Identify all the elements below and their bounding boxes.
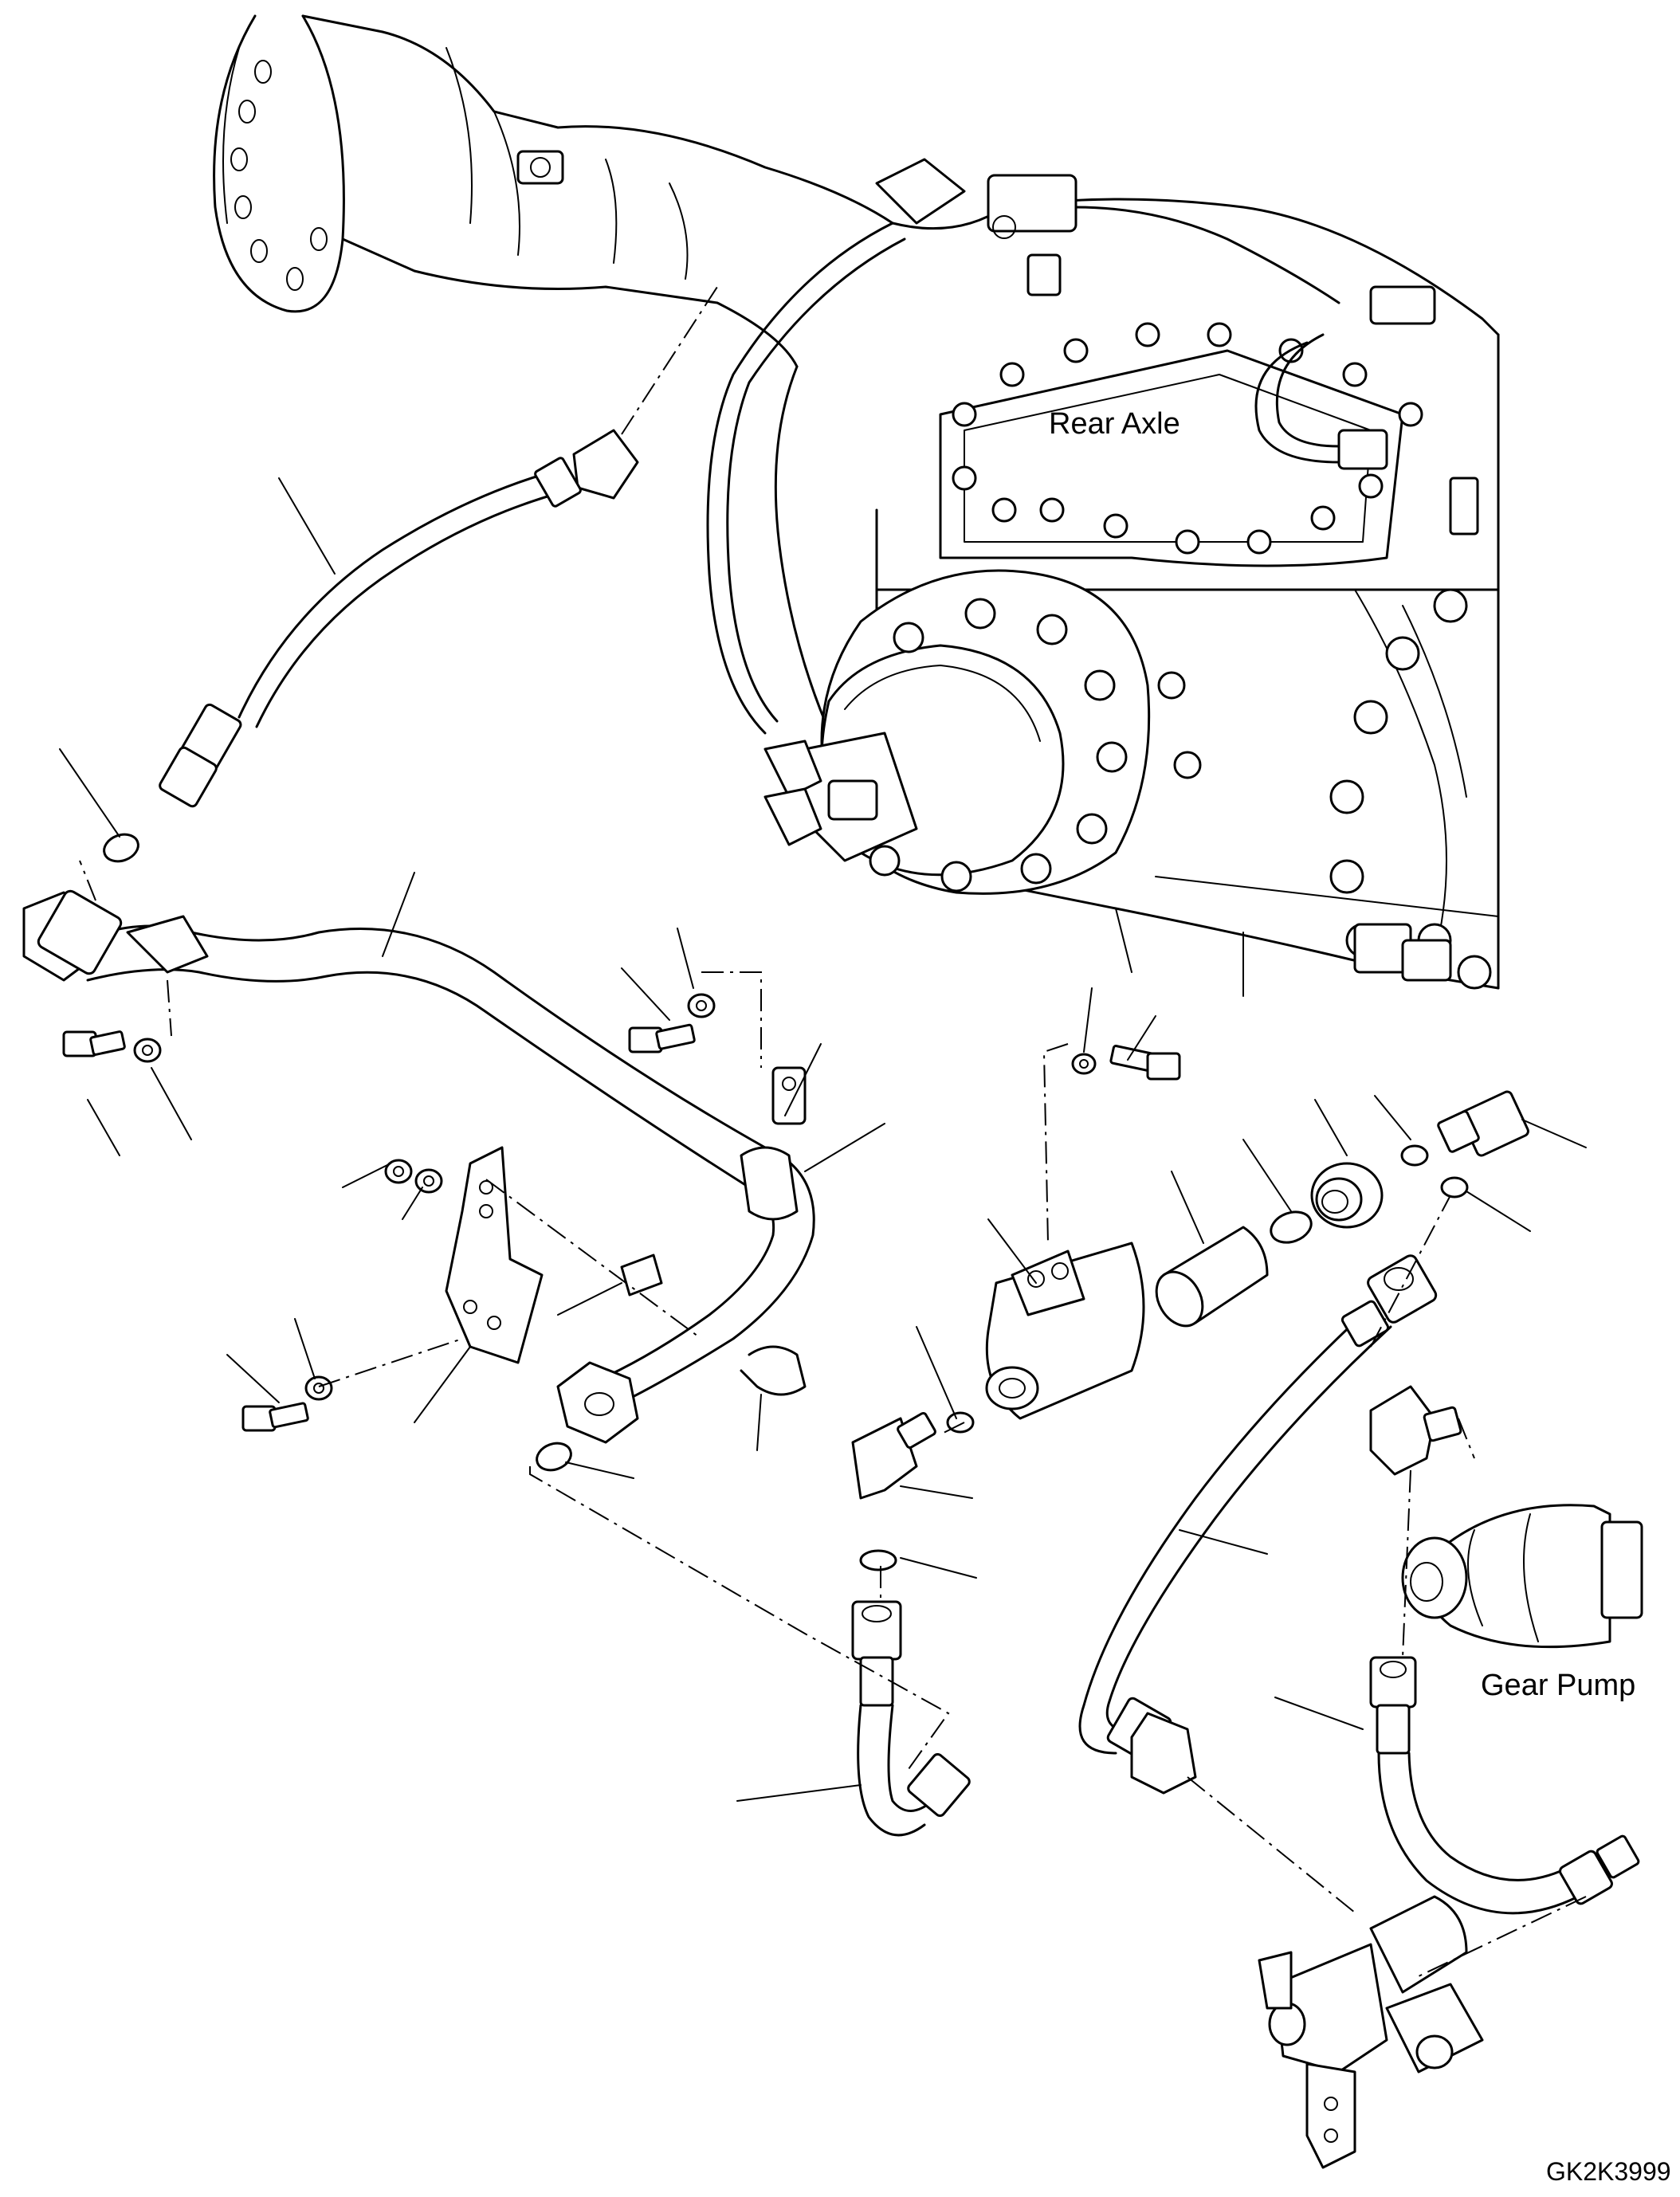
nut-washer [384,1159,443,1194]
bolt-washer-left-2 [628,993,716,1053]
valve-assembly-lower [1258,1895,1484,2169]
hose-center [851,1600,971,1837]
hose-pump-right [1369,1656,1640,1915]
rear-axle-housing [213,14,1500,997]
bolt-washer-left-3 [241,1375,333,1432]
o-ring [859,1549,897,1571]
o-ring [103,833,139,863]
gear-pump [1369,1385,1643,1649]
o-ring [1270,1210,1313,1244]
elbow-fitting [851,1411,936,1500]
clip [620,1253,663,1297]
o-ring [1400,1144,1429,1167]
o-ring [536,1442,572,1472]
sleeve [1155,1226,1269,1328]
drawing-code: GK2K3999 [1546,2157,1671,2186]
adapter-fitting [1437,1090,1529,1157]
gear-pump-label: Gear Pump [1481,1669,1635,1702]
seal-cap [1310,1162,1384,1229]
u-clamp [740,1345,807,1396]
assembly-centerlines [79,286,1587,1977]
o-ring [1440,1176,1469,1199]
rear-axle-label: Rear Axle [1049,407,1180,441]
tube-assembly-left [22,889,815,1444]
hose-upper-left [159,429,639,808]
valve-body [985,1242,1145,1420]
bolt-washer-center [1071,1045,1181,1081]
bolt-washer-left-1 [62,1030,162,1063]
hose-right-long [1078,1254,1438,1795]
mounting-bracket [445,1146,544,1364]
leader-lines [59,477,1587,1802]
